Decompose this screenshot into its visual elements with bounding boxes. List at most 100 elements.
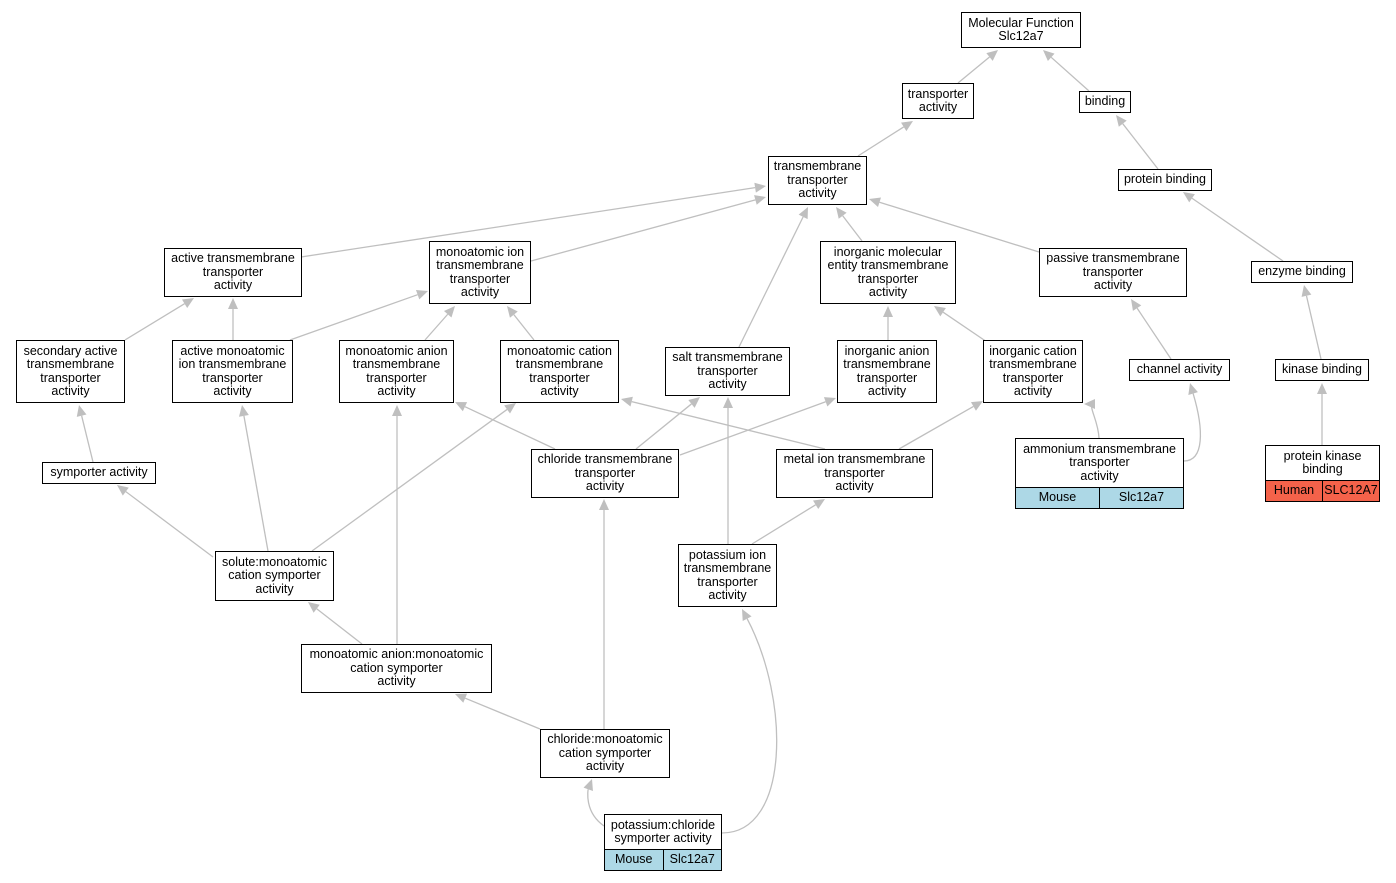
edge-transporter-to-mf bbox=[957, 50, 998, 84]
edge-potassium_ion_tm-to-metal_ion_tm bbox=[751, 499, 825, 545]
go-term-node-symporter[interactable]: symporter activity bbox=[42, 462, 156, 484]
edge-mono_anion-to-mono_ion_tm bbox=[424, 306, 455, 341]
go-term-node-secondary-active[interactable]: secondary active transmembrane transport… bbox=[16, 340, 125, 403]
node-label: solute:monoatomic cation symporter activ… bbox=[222, 554, 327, 596]
go-term-node-mono-cation[interactable]: monoatomic cation transmembrane transpor… bbox=[500, 340, 619, 403]
edge-protein_binding-to-binding bbox=[1116, 115, 1159, 170]
go-term-node-potassium-ion-tm[interactable]: potassium ion transmembrane transporter … bbox=[678, 544, 777, 607]
node-label: active transmembrane transporter activit… bbox=[171, 251, 295, 293]
go-term-node-kinase-binding[interactable]: kinase binding bbox=[1275, 359, 1369, 381]
edge-tm_transporter-to-transporter bbox=[857, 121, 913, 157]
edge-inorg_mol-to-tm_transporter bbox=[836, 207, 863, 242]
go-term-node-active-mono-ion[interactable]: active monoatomic ion transmembrane tran… bbox=[172, 340, 293, 403]
node-label: enzyme binding bbox=[1258, 264, 1346, 279]
go-term-node-salt-tm[interactable]: salt transmembrane transporter activity bbox=[665, 347, 790, 396]
node-label: inorganic molecular entity transmembrane… bbox=[827, 244, 949, 299]
go-term-node-tm-transporter[interactable]: transmembrane transporter activity bbox=[768, 156, 867, 205]
node-label: salt transmembrane transporter activity bbox=[672, 350, 783, 392]
species-tag: Human bbox=[1266, 481, 1322, 501]
edge-chloride_tm-to-inorg_anion bbox=[679, 397, 836, 456]
edge-mono_cation-to-mono_ion_tm bbox=[507, 306, 535, 341]
edge-salt_tm-to-tm_transporter bbox=[738, 207, 808, 348]
go-term-node-active-tm[interactable]: active transmembrane transporter activit… bbox=[164, 248, 302, 297]
node-label: binding bbox=[1084, 94, 1126, 109]
edge-metal_ion_tm-to-mono_cation bbox=[621, 396, 826, 450]
node-label: metal ion transmembrane transporter acti… bbox=[783, 452, 926, 494]
node-label: passive transmembrane transporter activi… bbox=[1046, 251, 1180, 293]
edge-secondary_active-to-active_tm bbox=[124, 298, 194, 341]
node-label: active monoatomic ion transmembrane tran… bbox=[178, 343, 287, 398]
node-label: chloride transmembrane transporter activ… bbox=[537, 452, 673, 494]
edge-enzyme_binding-to-protein_binding bbox=[1183, 192, 1284, 262]
node-label: monoatomic anion:monoatomic cation sympo… bbox=[309, 647, 484, 689]
node-label: protein kinase binding bbox=[1283, 448, 1362, 476]
go-term-node-mono-anion[interactable]: monoatomic anion transmembrane transport… bbox=[339, 340, 454, 403]
go-term-node-enzyme-binding[interactable]: enzyme binding bbox=[1251, 261, 1353, 283]
go-term-node-inorg-mol[interactable]: inorganic molecular entity transmembrane… bbox=[820, 241, 956, 304]
species-tag: Mouse bbox=[1016, 488, 1099, 508]
edge-chloride_mono_sym-to-mono_anion_cation_sym bbox=[455, 693, 541, 730]
go-term-node-mono-anion-cation-sym[interactable]: monoatomic anion:monoatomic cation sympo… bbox=[301, 644, 492, 693]
go-term-node-passive-tm[interactable]: passive transmembrane transporter activi… bbox=[1039, 248, 1187, 297]
go-term-node-channel[interactable]: channel activity bbox=[1129, 359, 1230, 381]
edge-active_tm-to-tm_transporter bbox=[300, 182, 766, 258]
edge-symporter-to-secondary_active bbox=[76, 405, 94, 463]
node-label: inorganic anion transmembrane transporte… bbox=[843, 343, 931, 398]
node-label: Molecular Function Slc12a7 bbox=[968, 15, 1074, 43]
go-term-node-inorg-anion[interactable]: inorganic anion transmembrane transporte… bbox=[837, 340, 937, 403]
node-label: monoatomic cation transmembrane transpor… bbox=[507, 343, 612, 398]
go-term-node-ammonium-tm[interactable]: ammonium transmembrane transporter activ… bbox=[1015, 438, 1184, 509]
go-term-node-mf[interactable]: Molecular Function Slc12a7 bbox=[961, 12, 1081, 48]
go-term-node-binding[interactable]: binding bbox=[1079, 91, 1131, 113]
edge-binding-to-mf bbox=[1043, 50, 1090, 92]
node-label: monoatomic anion transmembrane transport… bbox=[345, 343, 448, 398]
edge-kcl_sym-to-potassium_ion_tm bbox=[721, 609, 778, 834]
node-label: chloride:monoatomic cation symporter act… bbox=[547, 732, 663, 774]
gene-tag: Slc12a7 bbox=[662, 850, 721, 870]
edge-active_mono_ion-to-active_tm bbox=[228, 298, 238, 340]
edge-ammonium_tm-to-channel bbox=[1183, 383, 1202, 462]
edge-active_mono_ion-to-mono_ion_tm bbox=[289, 289, 428, 341]
species-tag: Mouse bbox=[605, 850, 663, 870]
edge-solute_mono-to-mono_cation bbox=[311, 403, 516, 552]
go-term-node-solute-mono[interactable]: solute:monoatomic cation symporter activ… bbox=[215, 551, 334, 601]
edge-inorg_anion-to-inorg_mol bbox=[883, 306, 893, 340]
edge-solute_mono-to-active_mono_ion bbox=[239, 405, 269, 552]
edge-channel-to-passive_tm bbox=[1131, 299, 1172, 360]
node-label: secondary active transmembrane transport… bbox=[23, 343, 118, 398]
gene-tag: SLC12A7 bbox=[1322, 481, 1379, 501]
edge-passive_tm-to-tm_transporter bbox=[869, 197, 1040, 253]
node-label: potassium:chloride symporter activity bbox=[610, 817, 716, 845]
edge-protein_kinase-to-kinase_binding bbox=[1317, 383, 1327, 445]
edge-mono_ion_tm-to-tm_transporter bbox=[530, 195, 766, 262]
edge-chloride_tm-to-salt_tm bbox=[635, 397, 700, 450]
go-term-node-protein-binding[interactable]: protein binding bbox=[1118, 169, 1212, 191]
node-label: transmembrane transporter activity bbox=[773, 159, 862, 201]
go-term-node-chloride-mono-sym[interactable]: chloride:monoatomic cation symporter act… bbox=[540, 729, 670, 778]
go-term-node-inorg-cation[interactable]: inorganic cation transmembrane transport… bbox=[983, 340, 1083, 403]
node-label: potassium ion transmembrane transporter … bbox=[683, 547, 772, 602]
edge-mono_anion_cation_sym-to-mono_anion bbox=[392, 405, 402, 644]
go-term-node-metal-ion-tm[interactable]: metal ion transmembrane transporter acti… bbox=[776, 449, 933, 498]
node-label: inorganic cation transmembrane transport… bbox=[989, 343, 1077, 398]
go-term-node-mono-ion-tm[interactable]: monoatomic ion transmembrane transporter… bbox=[429, 241, 531, 304]
edge-solute_mono-to-symporter bbox=[117, 485, 214, 558]
edge-chloride_mono_sym-to-chloride_tm bbox=[599, 499, 609, 729]
node-label: symporter activity bbox=[50, 465, 148, 480]
edge-ammonium_tm-to-inorg_cation bbox=[1084, 399, 1100, 439]
gene-tag: Slc12a7 bbox=[1099, 488, 1183, 508]
node-label: transporter activity bbox=[907, 86, 969, 114]
edge-metal_ion_tm-to-inorg_cation bbox=[898, 401, 983, 450]
go-term-node-chloride-tm[interactable]: chloride transmembrane transporter activ… bbox=[531, 449, 679, 498]
go-term-node-transporter[interactable]: transporter activity bbox=[902, 83, 974, 119]
node-label: channel activity bbox=[1136, 362, 1223, 377]
edge-inorg_cation-to-inorg_mol bbox=[934, 306, 988, 343]
edge-potassium_ion_tm-to-salt_tm bbox=[723, 397, 733, 544]
